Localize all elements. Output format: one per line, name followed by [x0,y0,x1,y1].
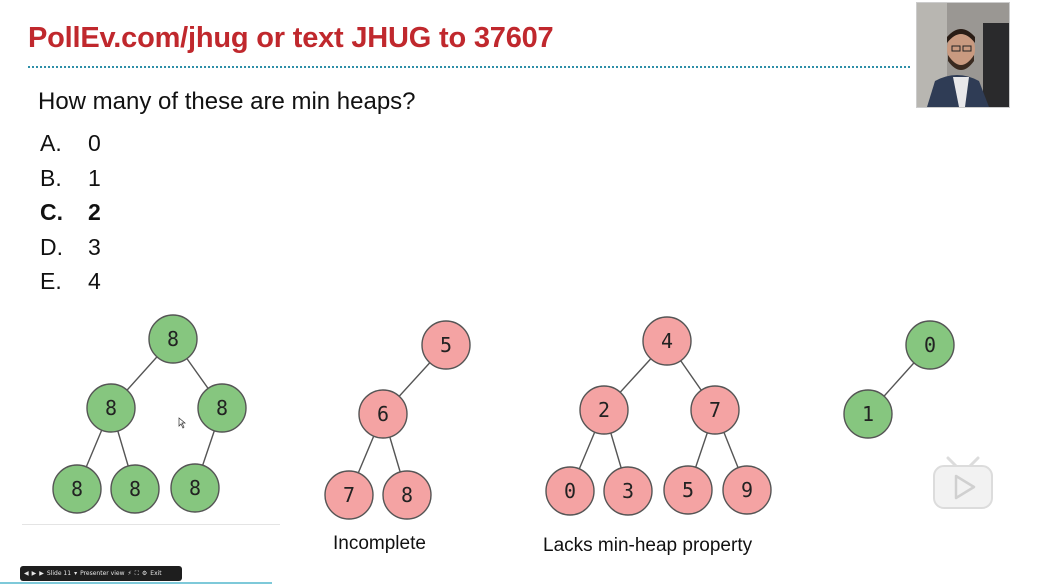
heap-node: 2 [579,385,629,435]
presenter-toolbar: ◀ ▶ ▶ Slide 11 ▾ Presenter view ⚡ ⛶ ⚙ Ex… [20,566,182,581]
option-letter: D. [40,233,63,260]
heap-node: 5 [421,320,471,370]
svg-text:7: 7 [343,483,355,507]
presenter-video-icon [917,3,1009,107]
svg-text:8: 8 [216,396,228,420]
heap-node: 6 [358,389,408,439]
progress-line [0,582,272,584]
video-player-logo-icon [933,456,993,509]
heap-node: 8 [110,464,160,514]
option-value: 0 [88,130,101,156]
svg-text:5: 5 [682,478,694,502]
heap-node: 5 [663,465,713,515]
option-letter: E. [40,268,62,294]
svg-text:8: 8 [189,476,201,500]
divider-line [22,524,280,525]
svg-text:4: 4 [661,329,673,353]
heap-node: 9 [722,465,772,515]
heap-node: 1 [843,389,893,439]
svg-text:0: 0 [924,333,936,357]
heap-node: 8 [148,314,198,364]
slide-selector[interactable]: Slide 11 [46,570,72,577]
fullscreen-icon[interactable]: ⛶ [134,569,139,577]
laser-pointer-icon[interactable]: ⚡ [127,570,132,577]
heap-node: 4 [642,316,692,366]
svg-text:8: 8 [167,327,179,351]
svg-text:6: 6 [377,402,389,426]
tree-4: 0 1 [843,320,955,439]
heap-node: 8 [86,383,136,433]
svg-text:2: 2 [598,398,610,422]
tree-2: 5 6 7 8 [324,320,471,520]
option-letter: C. [40,199,63,225]
svg-text:7: 7 [709,398,721,422]
heap-node: 0 [905,320,955,370]
heap-node: 7 [690,385,740,435]
next-slide-icon[interactable]: ▶ [39,570,44,577]
slide-title: PollEv.com/jhug or text JHUG to 37607 [28,22,554,54]
option-value: 3 [88,233,101,260]
svg-text:3: 3 [622,479,634,503]
heap-node: 8 [170,463,220,513]
heap-node: 7 [324,470,374,520]
prev-slide-icon[interactable]: ◀ [24,570,29,577]
heap-node: 3 [603,466,653,516]
option-value: 4 [88,268,101,294]
option-letter: A. [40,130,62,156]
option-letter: B. [40,164,62,191]
svg-text:8: 8 [401,483,413,507]
svg-text:8: 8 [129,477,141,501]
question-text: How many of these are min heaps? [38,88,416,115]
caption-incomplete: Incomplete [333,533,426,554]
presenter-view-button[interactable]: Presenter view [80,570,125,577]
title-divider [28,66,910,68]
option-value: 1 [88,164,101,191]
svg-text:0: 0 [564,479,576,503]
option-value: 2 [88,199,101,225]
tree-1: 8 8 8 8 8 8 [52,314,247,514]
webcam-feed [916,2,1010,108]
mouse-cursor-icon [178,417,186,429]
heap-node: 8 [382,470,432,520]
exit-button[interactable]: Exit [150,570,162,577]
svg-text:9: 9 [741,478,753,502]
caption-lacks-min-heap: Lacks min-heap property [543,535,753,556]
heap-node: 8 [52,464,102,514]
settings-icon[interactable]: ⚙ [141,570,148,577]
svg-text:8: 8 [71,477,83,501]
chevron-down-icon[interactable]: ▾ [74,570,78,577]
heap-node: 0 [545,466,595,516]
play-icon[interactable]: ▶ [31,570,37,577]
svg-text:1: 1 [862,402,874,426]
svg-text:8: 8 [105,396,117,420]
heap-node: 8 [197,383,247,433]
svg-text:5: 5 [440,333,452,357]
tree-3: 4 2 7 0 3 5 9 [545,316,772,516]
